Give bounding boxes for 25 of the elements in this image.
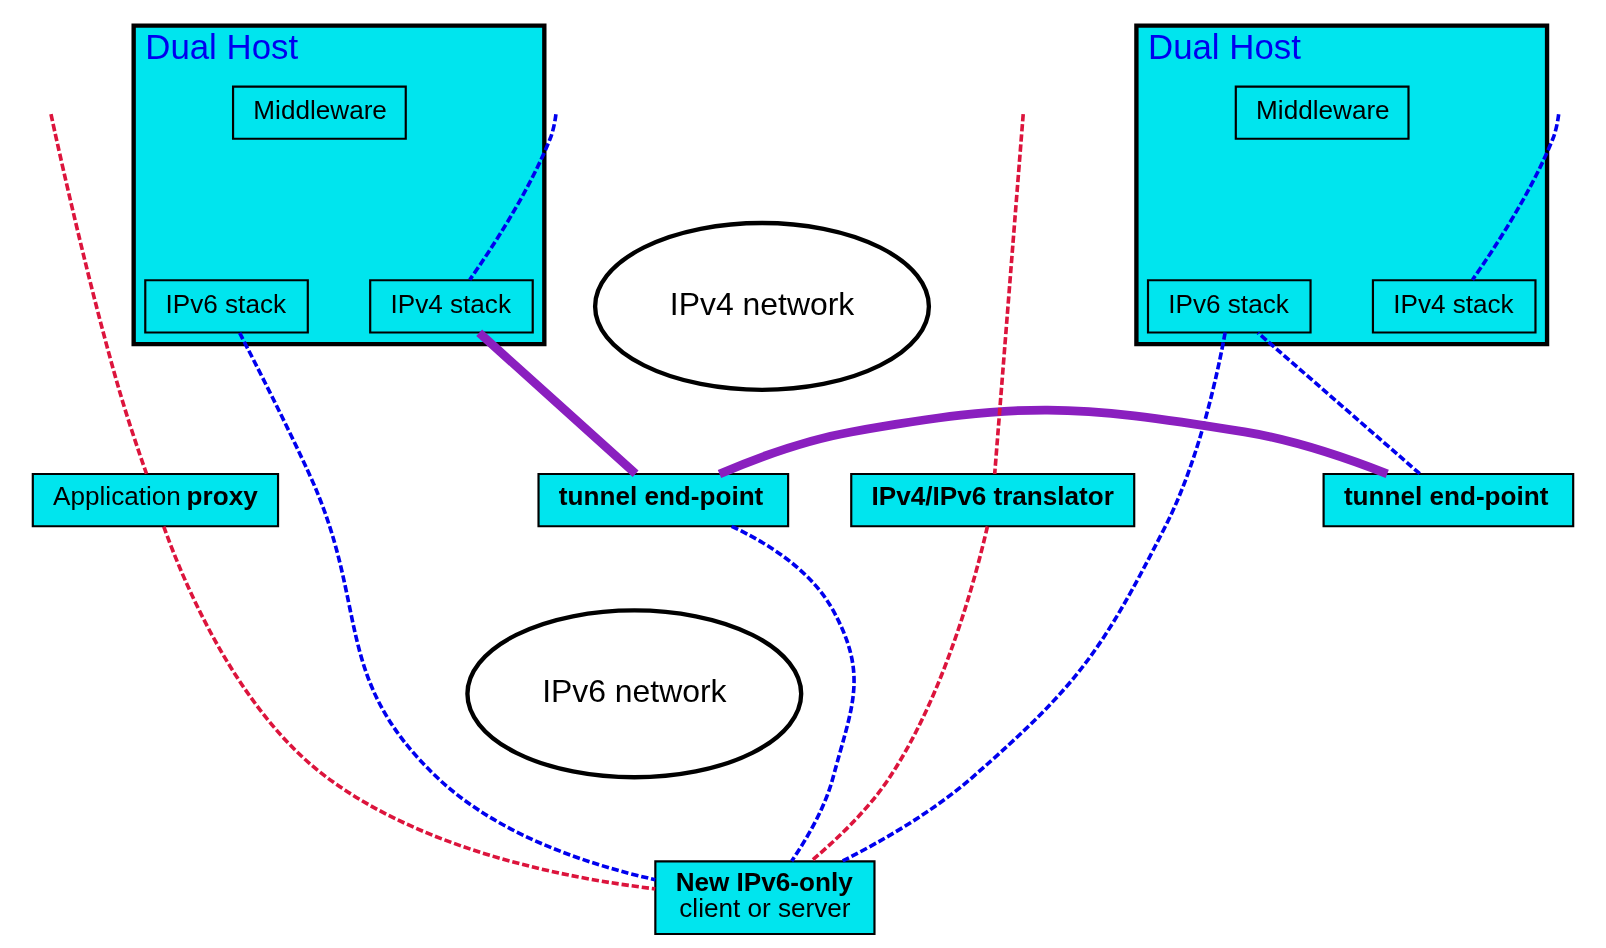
connector <box>992 114 1025 474</box>
connector <box>1471 114 1561 281</box>
node-box: IPv4 stack <box>369 279 534 334</box>
node-box: Application proxy <box>31 472 280 528</box>
node-box: tunnel end-point <box>537 472 790 528</box>
connector <box>468 114 558 281</box>
node-box: Middleware <box>1234 85 1410 140</box>
node-ellipse: IPv6 network <box>465 608 804 780</box>
connector <box>476 329 639 477</box>
node-box: IPv4/IPv6 translator <box>850 472 1136 528</box>
connector <box>49 113 149 475</box>
connector <box>730 524 856 862</box>
connector <box>717 405 1389 478</box>
node-box: Middleware <box>231 85 407 140</box>
node-box: tunnel end-point <box>1322 472 1575 528</box>
node-box: New IPv6-only client or server <box>654 860 876 936</box>
node-box: IPv4 stack <box>1371 279 1537 334</box>
connector <box>841 332 1227 863</box>
node-ellipse: IPv4 network <box>592 220 932 392</box>
node-box: IPv6 stack <box>1146 279 1312 334</box>
connector <box>162 525 656 891</box>
connector <box>238 332 656 882</box>
connector <box>1256 331 1421 476</box>
node-box: IPv6 stack <box>144 279 309 334</box>
connector <box>809 526 990 863</box>
